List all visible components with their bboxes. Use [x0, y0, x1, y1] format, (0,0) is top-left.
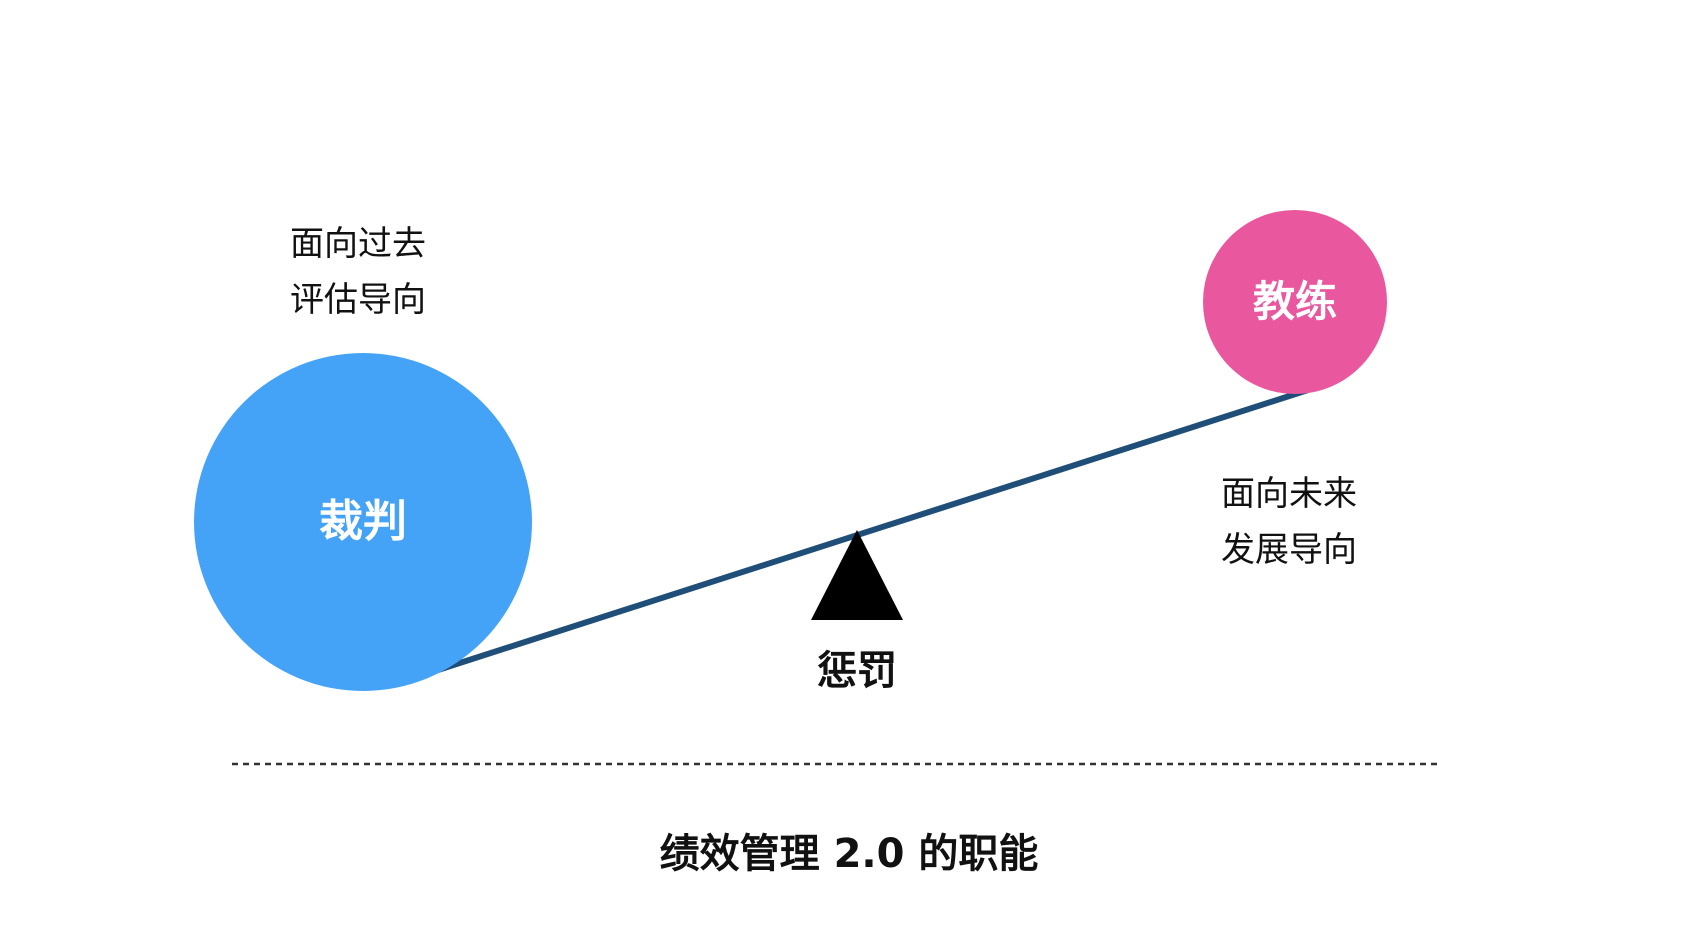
- fulcrum-triangle: [811, 530, 903, 620]
- coach-circle: [1203, 210, 1387, 394]
- judge-note-1: 面向过去: [290, 224, 426, 264]
- judge-circle: [194, 353, 532, 691]
- judge-note-2: 评估导向: [290, 280, 426, 320]
- seesaw-beam: [435, 387, 1311, 673]
- coach-notes: 面向未来 发展导向: [1221, 466, 1357, 578]
- judge-label: 裁判: [319, 496, 407, 547]
- diagram-caption: 绩效管理 2.0 的职能: [659, 831, 1039, 877]
- coach-note-1: 面向未来: [1221, 474, 1357, 514]
- punishment-label: 惩罚: [817, 648, 897, 694]
- coach-note-2: 发展导向: [1221, 530, 1357, 570]
- judge-notes: 面向过去 评估导向: [290, 216, 426, 328]
- coach-label: 教练: [1252, 277, 1337, 326]
